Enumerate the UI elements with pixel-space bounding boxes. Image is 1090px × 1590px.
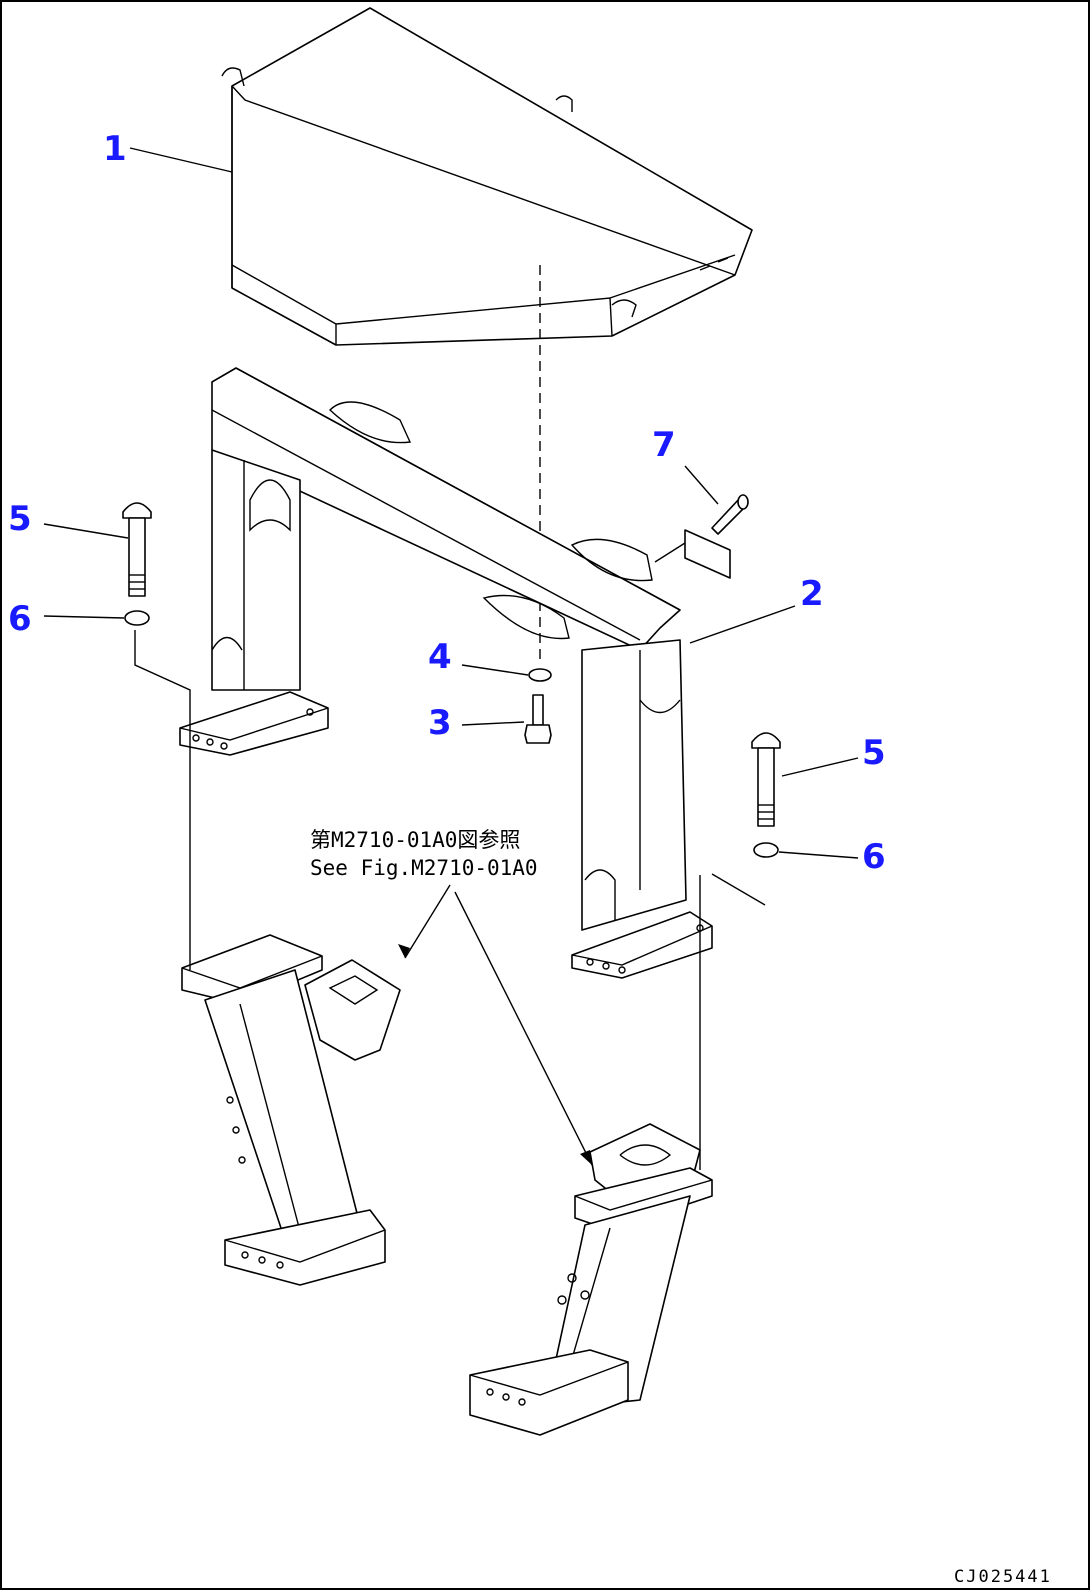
callout-2: 2 — [800, 574, 824, 614]
callout-3: 3 — [428, 703, 452, 743]
figure-number: CJ025441 — [954, 1567, 1052, 1587]
callout-1: 1 — [103, 129, 127, 169]
callout-6-right: 6 — [862, 837, 886, 877]
callout-4: 4 — [428, 637, 452, 677]
reference-note-japanese: 第M2710-01A0図参照 — [310, 828, 520, 852]
callout-5-left: 5 — [8, 499, 32, 539]
callout-6-left: 6 — [8, 599, 32, 639]
leader-lines — [43, 147, 859, 859]
part-6-washer-right — [753, 842, 779, 858]
lower-left-bracket — [181, 934, 401, 1286]
part-3-bolt — [524, 694, 552, 744]
part-5-bolt-right — [751, 732, 781, 827]
part-7-pin — [654, 494, 749, 579]
assembly-line-left — [134, 630, 191, 970]
reference-note-english: See Fig.M2710-01A0 — [310, 856, 538, 880]
reference-arrows — [398, 884, 593, 1166]
callout-7: 7 — [652, 425, 676, 465]
part-5-bolt-left — [122, 502, 152, 597]
callout-5-right: 5 — [862, 733, 886, 773]
part-6-washer-left — [124, 610, 150, 626]
part-4-washer — [528, 668, 552, 682]
part-2-frame — [179, 367, 713, 979]
part-1-cover — [221, 7, 753, 346]
assembly-line-right-top — [711, 873, 766, 906]
lower-right-bracket — [469, 1123, 713, 1436]
